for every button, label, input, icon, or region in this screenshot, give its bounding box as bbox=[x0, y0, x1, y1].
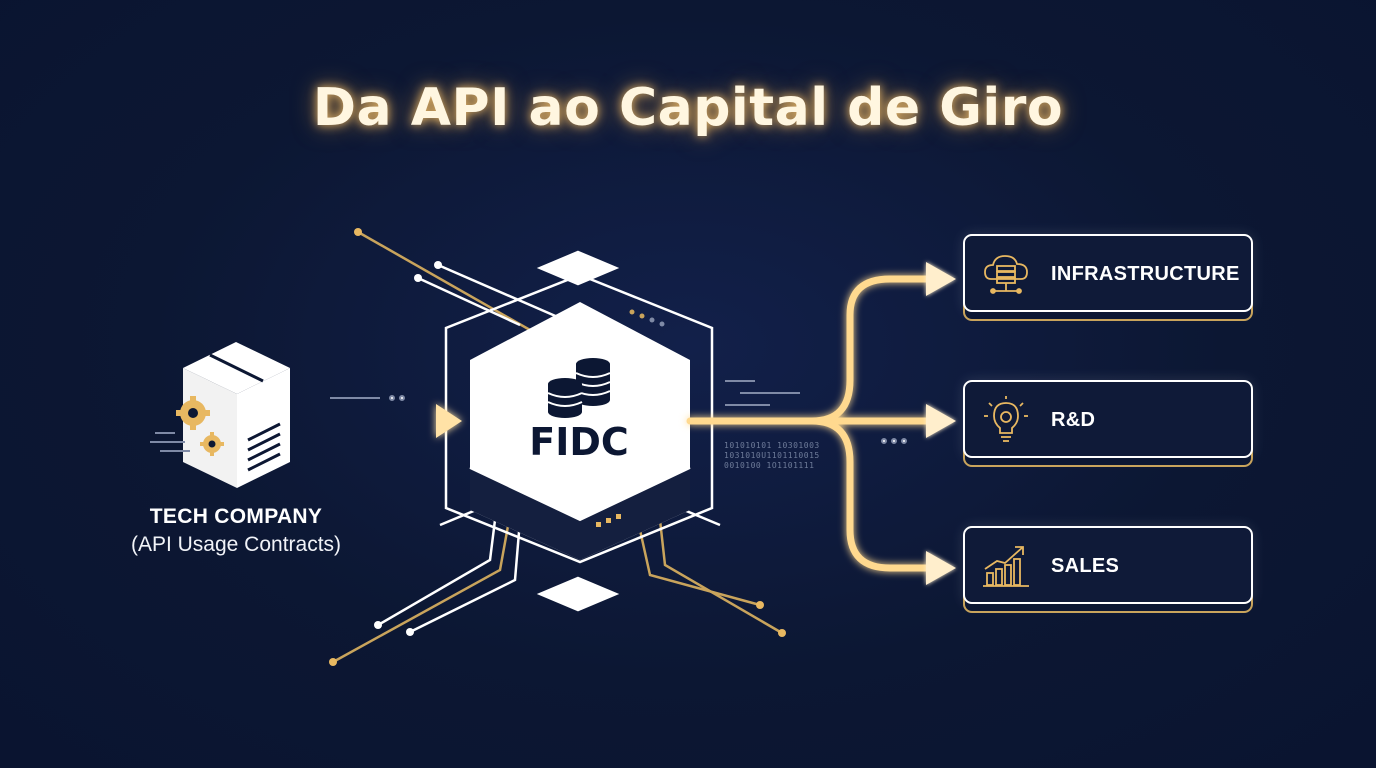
destination-label: R&D bbox=[1051, 409, 1096, 431]
input-arrow bbox=[296, 404, 462, 438]
binary-line-3: 0010100 1O1101111 bbox=[724, 461, 815, 470]
destination-label: INFRASTRUCTURE bbox=[1051, 263, 1240, 285]
lightbulb-gear-icon bbox=[984, 396, 1028, 442]
source-label: TECH COMPANY (API Usage Contracts) bbox=[100, 505, 372, 557]
hub-frame bbox=[439, 250, 721, 612]
binary-line-2: 1031010U1101110015 bbox=[724, 451, 820, 460]
destination-card-rnd[interactable]: R&D bbox=[963, 380, 1253, 458]
output-branch-arrows bbox=[686, 275, 939, 572]
box-with-gears-and-document-icon bbox=[150, 342, 290, 488]
growth-chart-icon bbox=[983, 546, 1029, 587]
output-arrowheads bbox=[926, 262, 956, 585]
source-name: TECH COMPANY bbox=[149, 505, 323, 528]
destination-label: SALES bbox=[1051, 555, 1120, 577]
destination-card-sales[interactable]: SALES bbox=[963, 526, 1253, 604]
destination-card-infrastructure[interactable]: INFRASTRUCTURE bbox=[963, 234, 1253, 312]
cloud-server-icon bbox=[984, 255, 1028, 294]
page-title: Da API ao Capital de Giro bbox=[312, 78, 1064, 138]
hub-label: FIDC bbox=[529, 420, 629, 464]
binary-line-1: 101010101 10301003 bbox=[724, 441, 820, 450]
fidc-hub-block bbox=[469, 302, 691, 560]
coin-stacks-icon bbox=[547, 358, 611, 418]
source-subtitle: (API Usage Contracts) bbox=[130, 533, 342, 556]
